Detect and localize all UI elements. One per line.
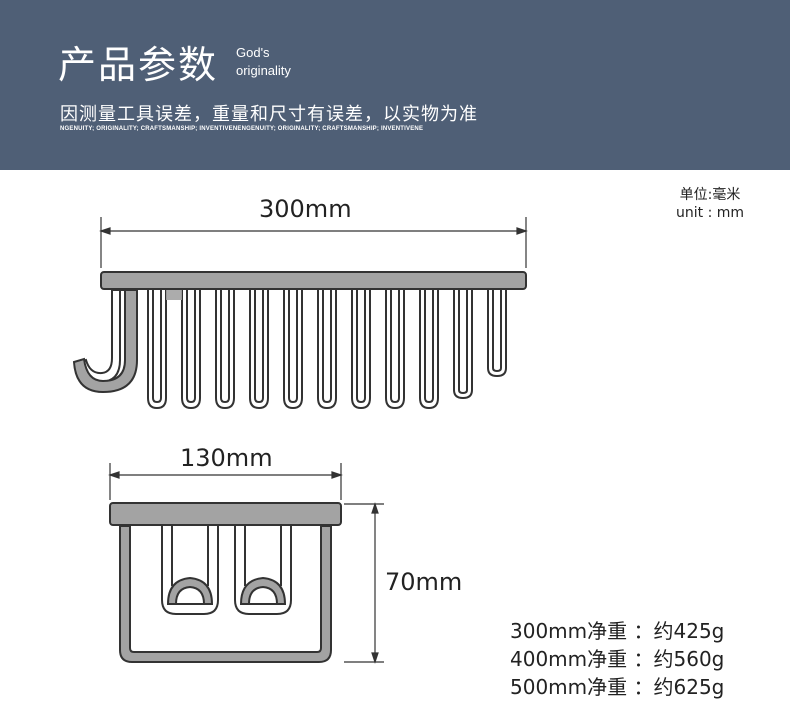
front-hook-arm [72,289,138,394]
weight-300: 300mm净重 ：约425g [510,619,725,643]
front-prongs [147,290,507,410]
title-english-line2: originality [236,63,291,78]
length-label: 300mm [259,195,352,223]
side-frame [119,525,332,663]
header-banner: 产品参数 God's originality 因测量工具误差，重量和尺寸有误差，… [0,0,790,170]
weight-400: 400mm净重 ：约560g [510,647,725,671]
measurement-notice: 因测量工具误差，重量和尺寸有误差，以实物为准 [60,104,478,125]
title-english: God's originality [236,44,291,80]
length-dimension [99,217,528,268]
weight-list: 300mm净重 ：约425g 400mm净重 ：约560g 500mm净重 ：约… [510,617,724,701]
width-dimension [108,463,343,500]
height-dimension [344,502,384,664]
tagline: NGENUITY; ORIGINALITY; CRAFTSMANSHIP; IN… [60,126,424,132]
title-english-line1: God's [236,45,270,60]
side-top-bar [109,502,342,526]
side-prong-left [161,526,219,615]
unit-cn: 单位:毫米 [679,187,741,203]
front-top-bar [100,271,527,290]
weight-500: 500mm净重 ：约625g [510,675,725,699]
page-title: 产品参数 [58,43,219,87]
width-label: 130mm [180,444,273,472]
height-label: 70mm [385,568,463,596]
unit-label: 单位:毫米 unit : mm [676,186,744,222]
side-prong-right [234,526,292,615]
front-prong-fill [166,290,182,300]
unit-en: unit : mm [676,205,745,221]
